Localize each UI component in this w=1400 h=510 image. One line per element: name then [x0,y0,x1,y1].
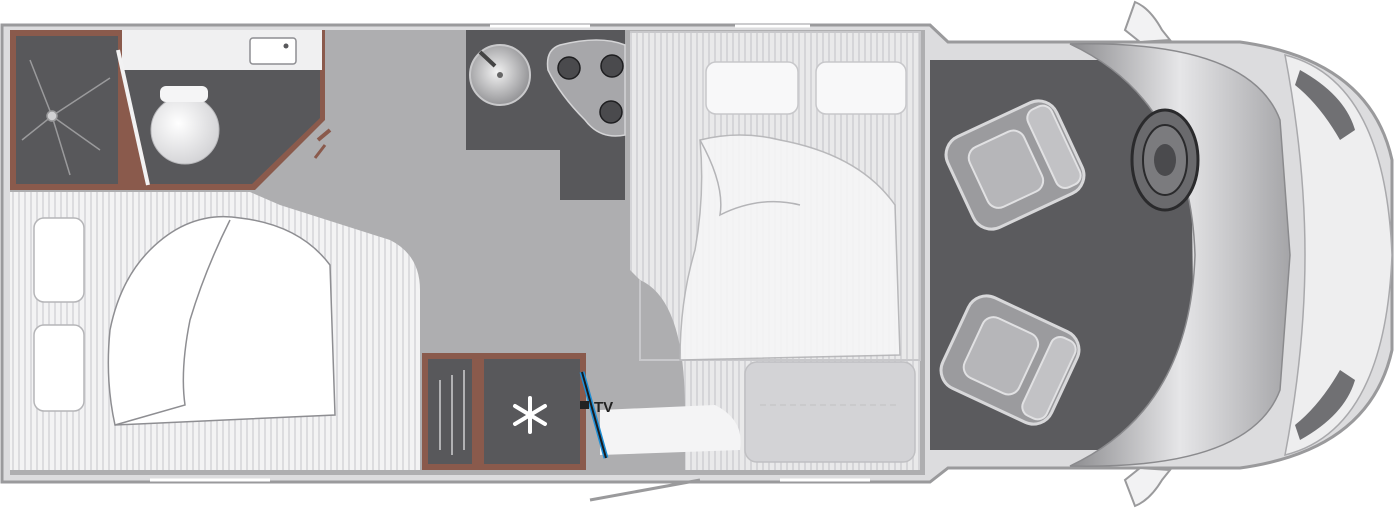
toilet-icon [150,95,220,165]
shower-drain-icon [21,59,111,176]
duvet-icon [107,215,336,426]
sink-icon [249,37,297,65]
bonnet [1284,53,1393,457]
entrance-door [589,478,701,502]
duvet-icon [679,134,901,361]
side-mirror-icon [1123,0,1172,44]
entrance-step [600,405,741,455]
pillow-icon [705,61,799,115]
sink-icon [469,44,531,106]
pillow-icon [815,61,907,115]
pillow-icon [33,217,85,303]
seat-icon [944,99,1086,231]
seat-icon [939,294,1081,426]
side-mirror-icon [1123,466,1172,508]
shower-screen [116,49,150,186]
gas-hob-icon [546,39,626,137]
pillow-icon [33,324,85,412]
bench-seat [744,361,916,463]
tv-label: TV [594,399,613,416]
snowflake-icon [513,396,547,434]
steering-wheel-icon [1130,108,1200,212]
